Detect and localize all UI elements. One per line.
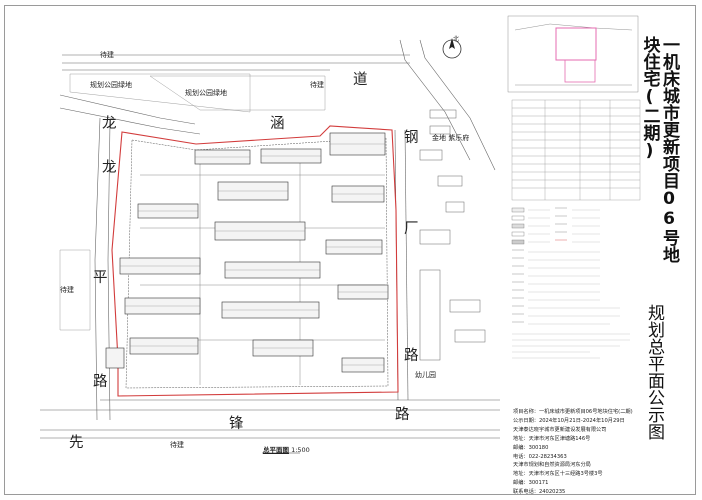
- title-drawing: 规划总平面公示图: [644, 304, 664, 440]
- info-builder-zip: 邮编：300180: [513, 444, 549, 451]
- title-strip: 一机床城市更新项目06号地块住宅(二期) 规划总平面公示图: [639, 36, 691, 456]
- drawing-frame: [4, 5, 696, 495]
- label-daijian-bottom: 待建: [170, 441, 184, 449]
- info-project-name: 项目名称：一机床城市更新项目06号地块住宅(二期): [513, 409, 633, 415]
- info-builder: 天津泰达晓宇城市更新建设发展有限公司: [513, 426, 607, 433]
- info-bureau: 天津市规划和自然资源局河东分局: [513, 462, 591, 469]
- label-daijian-mid: 待建: [310, 81, 324, 89]
- road-xianfeng-char-2: 锋: [229, 416, 244, 432]
- label-daijian-top: 待建: [100, 51, 114, 59]
- info-builder-tel: 电话：022-28234363: [513, 453, 567, 460]
- road-longping-char-4: 路: [93, 374, 108, 390]
- label-jinyun: 金地 紫乐府: [432, 134, 470, 142]
- road-xianfeng-char-1: 先: [69, 435, 84, 451]
- road-han-char-2: 道: [353, 72, 368, 88]
- road-han-char-1: 涵: [270, 116, 285, 132]
- info-block: 项目名称：一机床城市更新项目06号地块住宅(二期) 公示日期：2024年10月2…: [513, 408, 638, 497]
- road-gangchang-char-3: 路: [404, 348, 419, 364]
- north-arrow-icon: 北: [440, 35, 464, 61]
- road-xianfeng-char-3: 路: [395, 407, 410, 423]
- north-label: 北: [453, 36, 460, 43]
- info-period: 公示日期：2024年10月21日-2024年10月29日: [513, 417, 625, 424]
- info-bureau-addr: 地址：天津市河东区十三经路3号楼3号: [513, 471, 603, 478]
- label-park-green-1: 规划公园绿地: [90, 81, 132, 89]
- road-gangchang-char-2: 厂: [404, 221, 419, 237]
- label-park-green-2: 规划公园绿地: [185, 89, 227, 97]
- info-bureau-zip: 邮编：300171: [513, 480, 549, 487]
- label-kindergarten: 幼儿园: [415, 371, 436, 379]
- road-longping-char-3: 平: [93, 270, 108, 286]
- road-longping-char-2: 龙: [102, 160, 117, 176]
- road-gangchang-char-1: 钢: [404, 130, 419, 146]
- plan-title: 总平面图: [263, 446, 289, 454]
- plan-scale-title: 总平面图 1:500: [263, 444, 310, 454]
- road-longping-char-1: 龙: [102, 116, 117, 132]
- plan-scale: 1:500: [291, 446, 310, 454]
- info-bureau-tel: 联系电话：24020235: [513, 489, 566, 496]
- label-daijian-left: 待建: [60, 286, 74, 294]
- title-project: 一机床城市更新项目06号地块住宅(二期): [639, 36, 680, 263]
- info-builder-addr: 地址：天津市河东区津塘路146号: [513, 435, 591, 442]
